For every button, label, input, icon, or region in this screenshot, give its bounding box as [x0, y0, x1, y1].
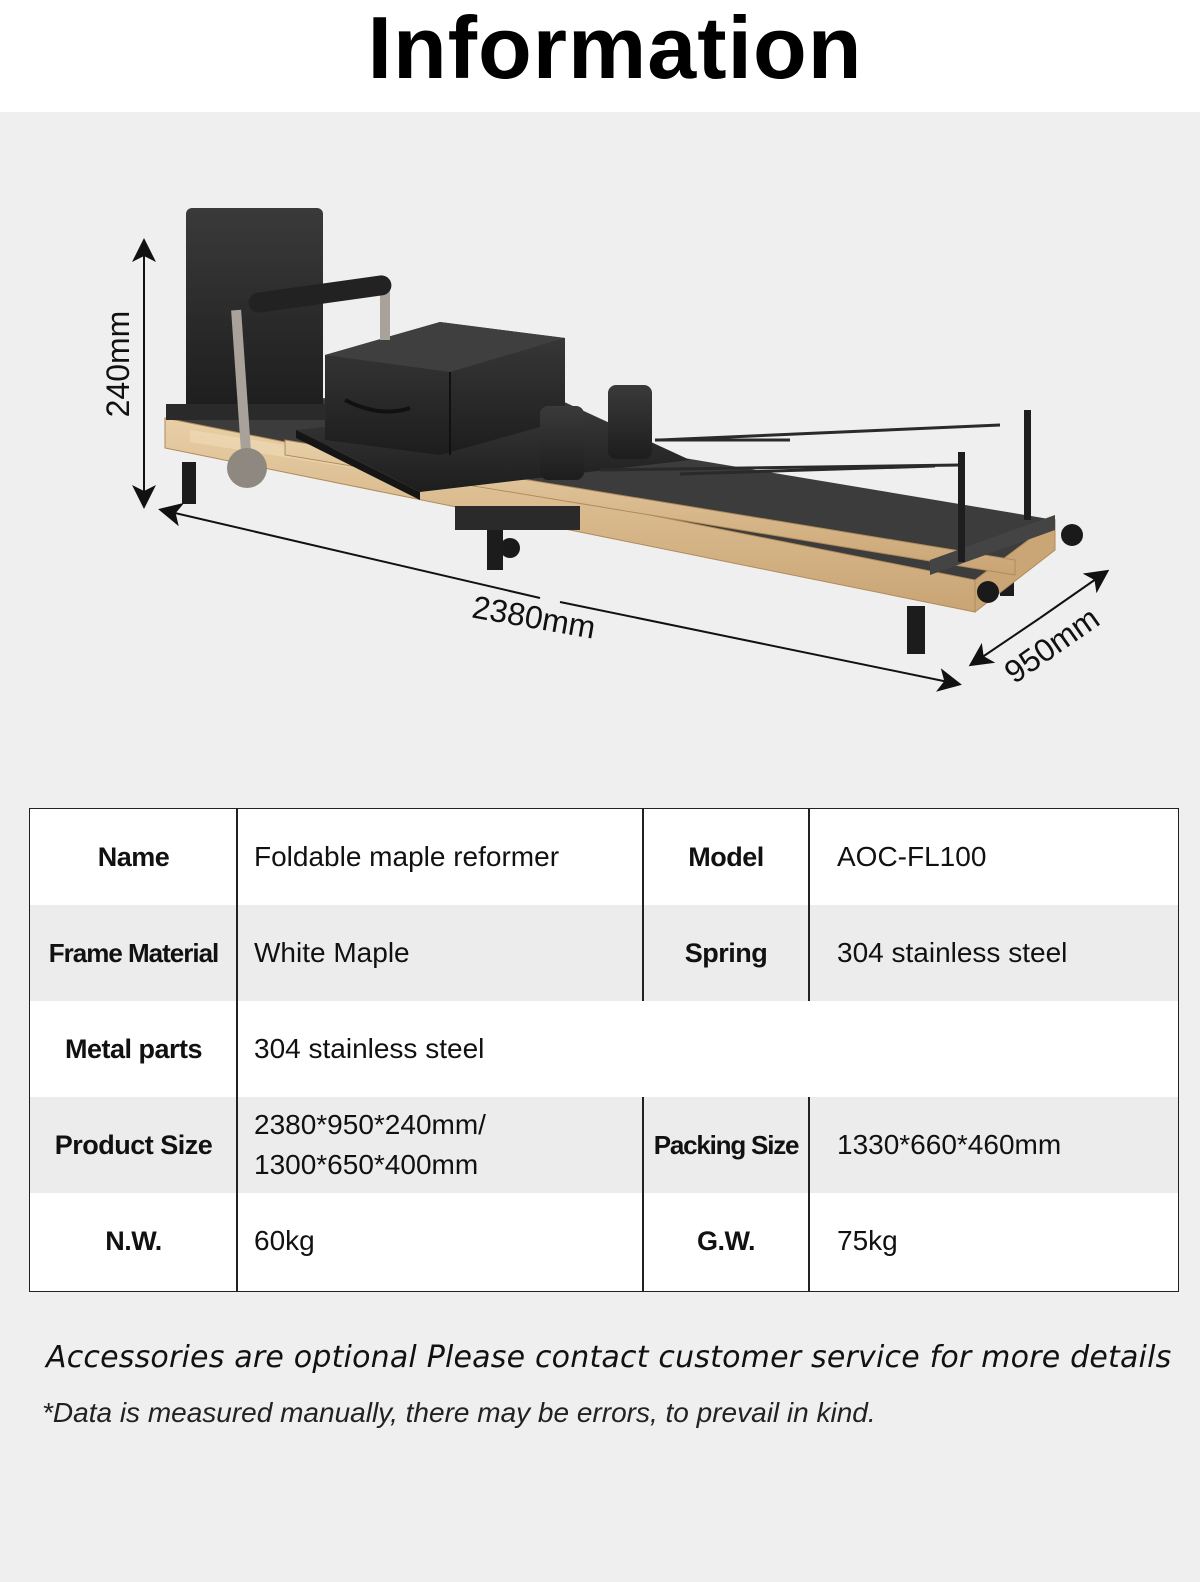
uprights [958, 410, 1031, 562]
product-size-line: 2380*950*240mm/ [254, 1109, 486, 1140]
header: Information [0, 0, 1200, 112]
table-row: Frame Material White Maple Spring 304 st… [30, 905, 1178, 1001]
name-value: Foldable maple reformer [254, 841, 560, 872]
disclaimer-note: *Data is measured manually, there may be… [42, 1397, 876, 1428]
product-size-value: 2380*950*240mm/ 1300*650*400mm [237, 1097, 643, 1193]
column-divider [808, 1097, 810, 1291]
column-divider [236, 809, 238, 1291]
shoulder-rests [540, 385, 652, 480]
table-row: Product Size 2380*950*240mm/ 1300*650*40… [30, 1097, 1178, 1193]
packing-size-label: Packing Size [653, 1129, 800, 1160]
page-title: Information [367, 0, 863, 97]
metal-parts-label: Metal parts [64, 1033, 203, 1064]
height-dimension-label: 240mm [100, 311, 136, 418]
frame-material-label: Frame Material [48, 937, 220, 968]
wheels [455, 506, 1083, 603]
model-value: AOC-FL100 [837, 841, 987, 872]
product-size-line: 1300*650*400mm [254, 1149, 479, 1180]
column-divider [642, 809, 644, 1001]
name-label: Name [97, 841, 170, 872]
table-row: Name Foldable maple reformer Model AOC-F… [30, 809, 1178, 905]
table-row: Metal parts 304 stainless steel [30, 1001, 1178, 1097]
width-dimension-label: 950mm [998, 600, 1106, 691]
gross-weight-label: G.W. [697, 1225, 756, 1256]
ropes [599, 423, 1001, 476]
specifications-table: Name Foldable maple reformer Model AOC-F… [29, 808, 1179, 1292]
dimension-lines [132, 238, 1110, 692]
metal-parts-value: 304 stainless steel [254, 1033, 485, 1064]
model-label: Model [688, 841, 764, 872]
net-weight-value: 60kg [254, 1225, 315, 1256]
product-illustration: 240mm 2380mm 950mm [0, 112, 1200, 802]
column-divider [808, 809, 810, 1001]
spring-label: Spring [684, 937, 768, 968]
reformer-drawing: 240mm 2380mm 950mm [100, 208, 1110, 692]
accessories-note: Accessories are optional Please contact … [46, 1340, 1172, 1375]
product-size-label: Product Size [54, 1129, 213, 1160]
net-weight-label: N.W. [105, 1225, 162, 1256]
frame-material-value: White Maple [254, 937, 410, 968]
gross-weight-value: 75kg [837, 1225, 898, 1256]
table-row: N.W. 60kg G.W. 75kg [30, 1193, 1178, 1289]
foot-bar [227, 275, 392, 488]
packing-size-value: 1330*660*460mm [837, 1129, 1062, 1160]
sitting-box [325, 322, 565, 455]
column-divider [642, 1097, 644, 1291]
spring-value: 304 stainless steel [837, 937, 1068, 968]
